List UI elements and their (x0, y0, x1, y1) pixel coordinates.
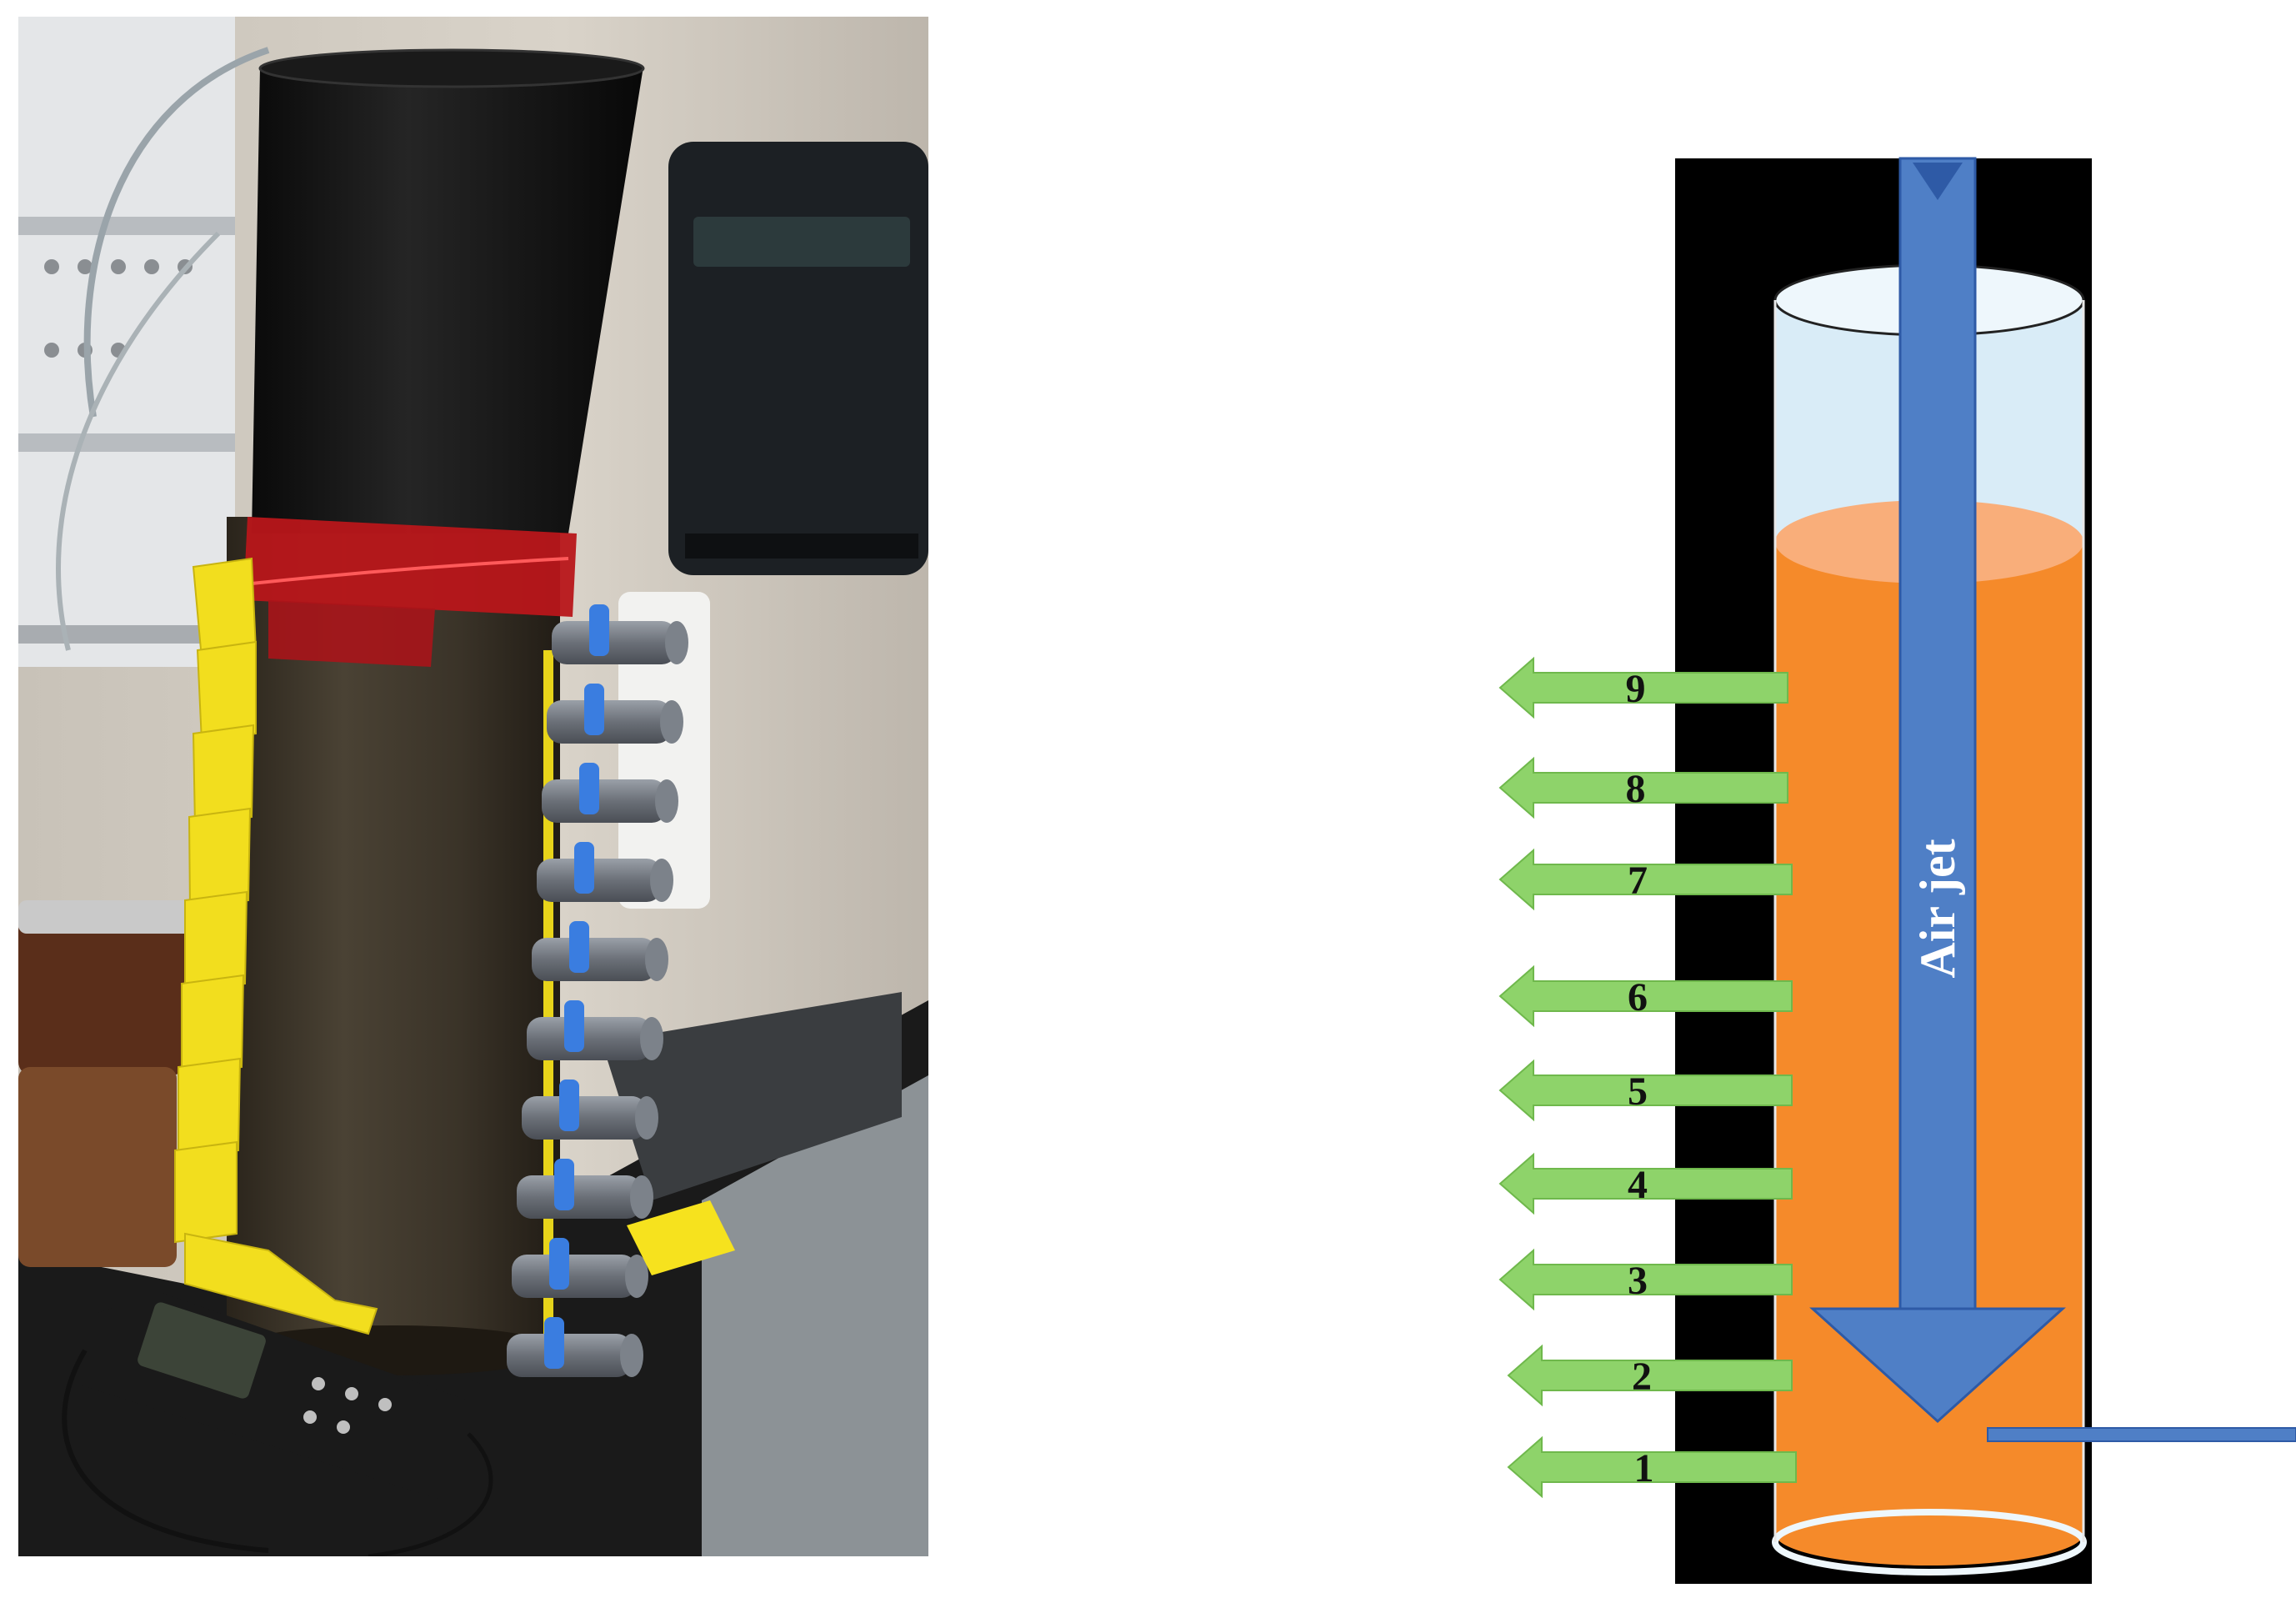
yellow-tag (627, 1200, 735, 1275)
sampling-valve (547, 684, 683, 744)
rack-holes (44, 259, 193, 358)
port-label-8: 8 (1626, 767, 1646, 811)
port-arrow-3 (1498, 1248, 1793, 1311)
air-jet-arrow (1809, 157, 2066, 1424)
sink (602, 992, 902, 1200)
tubing (83, 47, 270, 418)
port-arrow-1 (1507, 1435, 1797, 1499)
dispenser-slot (685, 533, 918, 559)
port-arrow-5 (1498, 1059, 1793, 1122)
sampling-valve (522, 1080, 658, 1140)
lab-rack (18, 17, 235, 667)
handheld-meter (77, 1292, 468, 1500)
rack-shelf (18, 433, 235, 452)
port-arrow-6 (1498, 964, 1793, 1028)
port-arrow-7 (1498, 848, 1793, 911)
port-arrow-4 (1498, 1152, 1793, 1215)
sampling-port-arrows: 1 2 3 4 5 6 7 8 9 (1498, 656, 1797, 1499)
column-schematic-diagram: Air jet 1 2 3 4 5 6 7 8 9 (1498, 157, 2296, 1584)
sampling-valve (537, 842, 673, 902)
sampling-valve (517, 1159, 653, 1219)
rack-shelf (18, 217, 235, 235)
red-wire (251, 557, 569, 585)
sampling-valve (552, 604, 688, 664)
column-black-sleeve (252, 67, 643, 533)
port-label-4: 4 (1628, 1163, 1648, 1207)
dispenser-window (693, 217, 910, 267)
sampling-valve (512, 1238, 648, 1298)
experimental-column-photo (18, 17, 928, 1556)
meter-cable (368, 1432, 493, 1556)
sleeve-rim (258, 48, 645, 88)
port-label-1: 1 (1634, 1446, 1654, 1490)
sample-jar (18, 1067, 177, 1267)
sample-jar (18, 917, 185, 1075)
sampling-valves (507, 604, 688, 1377)
meter-cable (62, 1349, 269, 1553)
soap-dispenser (618, 592, 710, 909)
port-arrow-8 (1498, 756, 1788, 819)
outlet-pipe (1987, 1427, 2296, 1442)
port-label-6: 6 (1628, 975, 1648, 1019)
sample-jar-lid (18, 900, 193, 934)
port-label-9: 9 (1626, 667, 1646, 711)
yellow-tape-strips (174, 557, 378, 1335)
port-label-3: 3 (1628, 1259, 1648, 1303)
sampling-valve (532, 921, 668, 981)
sampling-valve (507, 1317, 643, 1377)
port-label-2: 2 (1632, 1355, 1652, 1399)
port-label-7: 7 (1628, 859, 1648, 903)
sampling-valve (542, 763, 678, 823)
sampling-valve (527, 1000, 663, 1060)
rack-shelf (18, 625, 235, 644)
red-tape-band (243, 517, 577, 617)
red-tape-strip (268, 600, 435, 667)
port-arrow-2 (1507, 1344, 1793, 1407)
tubing (56, 231, 221, 651)
air-jet-label: Air jet (1910, 839, 1965, 978)
port-arrow-9 (1498, 656, 1788, 719)
towel-dispenser (668, 142, 928, 575)
bench-cabinet (702, 1075, 928, 1556)
port-label-5: 5 (1628, 1070, 1648, 1114)
